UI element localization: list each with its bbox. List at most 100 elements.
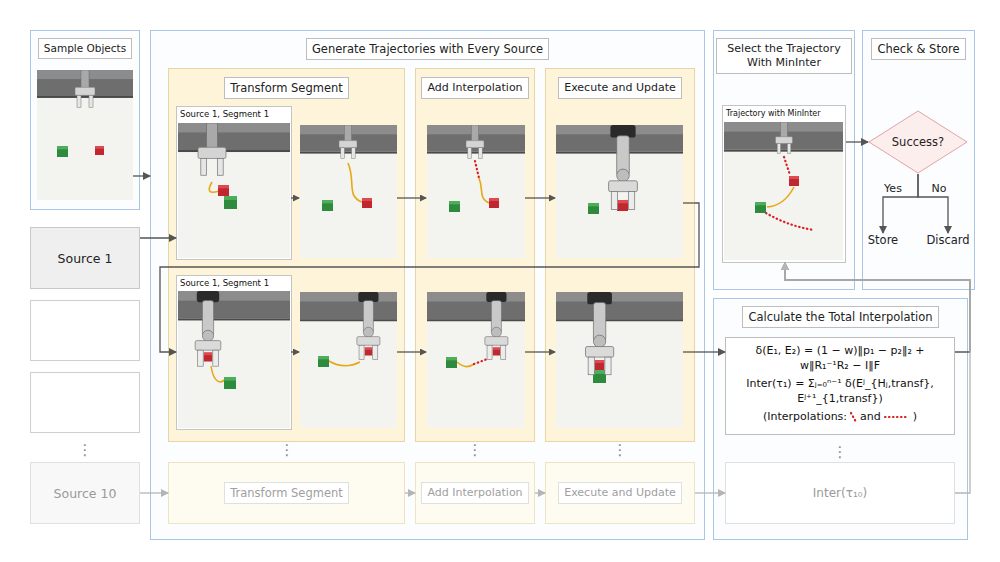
outcome-label: Discard [926,233,969,248]
art-use [617,200,628,211]
flow-arrow [695,492,725,493]
flow-arrow [918,174,948,233]
flow-arrow [535,492,545,493]
diamond-shape [869,111,967,173]
art-use [485,292,508,360]
art-use [339,125,357,159]
art-use [204,353,213,362]
art-g [427,125,525,258]
flow-arrow [140,175,150,176]
art-use [427,292,525,428]
node-label: Source 1, Segment 1 [177,276,291,291]
step-box: Execute and Update [545,462,695,524]
stage-panel: Check & StoreSuccess? Store Discard [862,30,975,290]
art-use [178,291,290,428]
step-box: Transform Segment [168,462,405,524]
node-label: Select the Trajectory With MinInter [716,38,852,74]
stage-panel: Select the Trajectory With MinInterTraje… [713,30,855,290]
flow-arrow [785,263,970,493]
art-line [683,351,695,352]
node-label: Store [868,233,898,248]
art-line [291,351,299,352]
art-path [784,157,790,175]
art-use [609,125,638,210]
art-use [556,125,683,258]
art-use [593,370,606,383]
node-label: Add Interpolation [421,482,528,504]
node-label: Calculate the Total Interpolation [742,306,938,328]
art-g [724,122,843,260]
art-rect [31,373,140,433]
art-g [37,70,133,200]
node-label: Source 10 [54,486,117,501]
node-label: Execute and Update [558,77,682,99]
flow-arrow [405,492,415,493]
art-path [457,362,474,367]
stage-panel: Generate Trajectories with Every SourceT… [150,30,705,540]
flow-arrow [140,492,168,493]
art-use [489,198,499,208]
art-g [300,125,397,258]
art-path [348,163,362,202]
interpolation-icon [849,411,858,424]
art-use [218,185,229,196]
art-use [776,122,793,154]
scene-frame: Source 1, Segment 1 [176,106,292,260]
art-line [525,351,555,352]
node-label: Inter(τ₁₀) [813,486,867,500]
formula-text: Inter(τ₁) = Σⱼ₌₀ⁿ⁻¹ δ(Eʲ_{Hⱼ,transf}, Eʲ… [732,377,948,407]
stage-panel: Sample Objects [30,30,140,210]
ellipsis-mark: ⋮ [78,442,93,458]
node-label: Generate Trajectories with Every Source [306,38,549,60]
flow-arrow [160,203,699,352]
art-use [95,146,104,155]
art-use [300,292,397,428]
node-label: Discard [926,233,969,248]
art-use [466,125,484,159]
art-g [178,123,290,258]
formula-text: ) [913,410,917,423]
flow-arrow [883,174,918,233]
step-column: Add Interpolation [415,68,535,442]
result-box: Inter(τ₁₀) [725,462,955,524]
art-path [329,361,360,366]
art-use [198,123,226,175]
art-use [789,176,799,186]
art-use [224,196,237,209]
node-label: Check & Store [871,38,965,60]
scene-frame: Source 1, Segment 1 [176,275,292,430]
ellipsis-mark: ⋮ [468,442,483,458]
node-label: Success? [892,135,944,149]
ellipsis-mark: ⋮ [833,444,848,460]
art-g [556,292,683,428]
source-box: Source 1 [30,227,140,289]
formula-text: and [860,410,881,423]
art-path [211,366,226,382]
art-path [479,178,489,203]
art-use [595,360,605,370]
stage-panel: Calculate the Total Interpolation δ(E₁, E… [713,298,968,540]
formula-text: (Interpolations: [763,410,847,423]
art-path [766,213,814,230]
art-use [224,377,236,389]
scene-frame: Trajectory with MinInter [722,105,846,263]
flow-arrow [785,263,970,352]
decision-diamond: Success? [868,110,968,174]
art-use [318,356,329,367]
art-path [474,358,490,364]
art-use [57,146,68,157]
flow-arrow [140,237,176,238]
node-label: Source 1, Segment 1 [177,107,291,122]
art-use [427,125,525,258]
art-path [209,182,219,192]
art-use [195,291,221,366]
art-path [475,161,479,178]
art-use [493,348,501,356]
art-use [449,201,460,212]
legend-line: (Interpolations: and) [732,409,948,425]
outcome-label: Store [868,233,898,248]
formula-box: δ(E₁, E₂) = (1 − w)‖p₁ − p₂‖₂ + w‖R₁⁻¹R₂… [725,337,955,435]
step-column: Transform SegmentSource 1, Segment 1Sour… [168,68,405,442]
art-line [397,351,426,352]
node-label: Execute and Update [558,482,682,504]
